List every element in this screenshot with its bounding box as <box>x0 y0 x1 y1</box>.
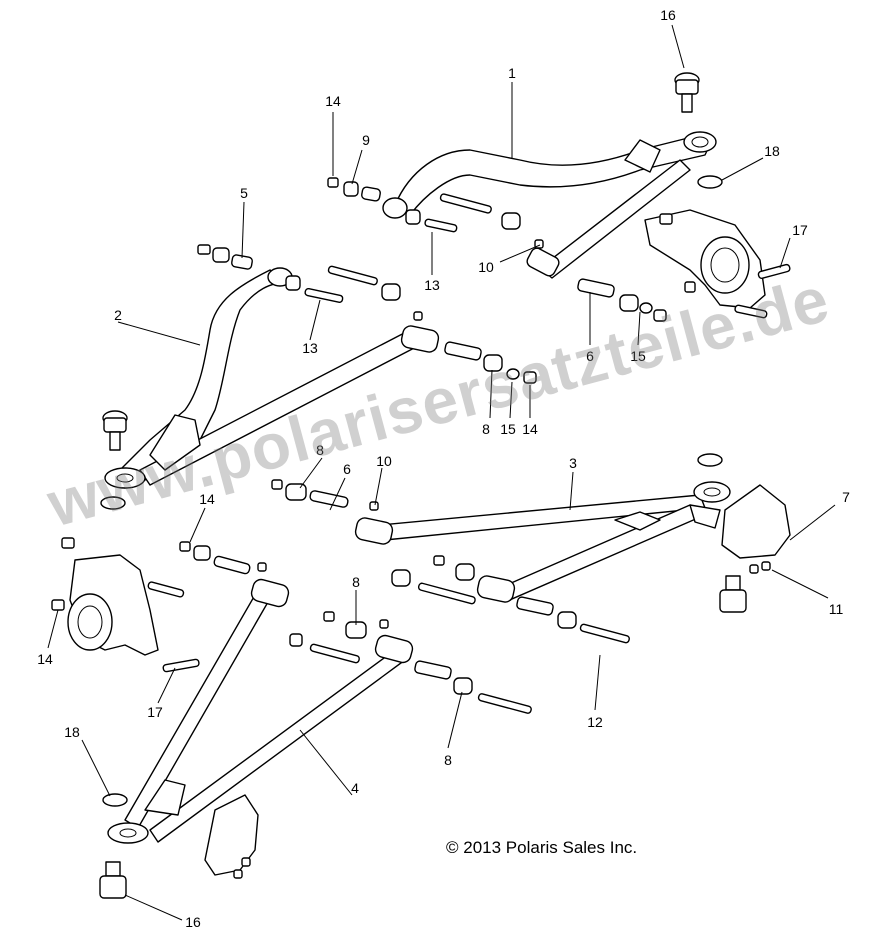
callout-14-mid: 14 <box>522 421 538 437</box>
callout-13-upper: 13 <box>424 277 440 293</box>
callout-8-a: 8 <box>316 442 324 458</box>
spindle-left <box>67 554 159 656</box>
ring-top <box>697 175 723 189</box>
callout-3: 3 <box>569 455 577 471</box>
callout-10-lower: 10 <box>376 453 392 469</box>
callout-15-mid: 15 <box>500 421 516 437</box>
callout-16-top: 16 <box>660 7 676 23</box>
a-arm-lower-right <box>354 481 731 603</box>
callout-14-left-upper: 14 <box>199 491 215 507</box>
callout-18-top: 18 <box>764 143 780 159</box>
callout-5: 5 <box>240 185 248 201</box>
copyright-notice: © 2013 Polaris Sales Inc. <box>446 838 638 857</box>
ball-joint-bottom <box>99 861 127 899</box>
callout-8-b: 8 <box>482 421 490 437</box>
callout-12: 12 <box>587 714 603 730</box>
a-arm-upper-left <box>104 267 440 489</box>
callout-8-d: 8 <box>444 752 452 768</box>
callout-labels: 1 2 3 4 5 6 6 7 8 8 8 8 8 9 10 10 11 12 … <box>37 7 850 930</box>
callout-17-left: 17 <box>147 704 163 720</box>
callout-8-c: 8 <box>352 574 360 590</box>
callout-14-left-lower: 14 <box>37 651 53 667</box>
callout-16-bottom: 16 <box>185 914 201 930</box>
ball-joint-top <box>674 72 700 113</box>
callout-9: 9 <box>362 132 370 148</box>
a-arm-lower-left <box>107 578 414 844</box>
callout-18-bottom: 18 <box>64 724 80 740</box>
callout-13-lower: 13 <box>302 340 318 356</box>
ring-mid <box>697 453 723 467</box>
callout-17-right: 17 <box>792 222 808 238</box>
callout-6-lower: 6 <box>343 461 351 477</box>
callout-2: 2 <box>114 307 122 323</box>
ball-joint-left-upper <box>102 410 128 451</box>
callout-10-upper: 10 <box>478 259 494 275</box>
callout-6-upper: 6 <box>586 348 594 364</box>
callout-14-top: 14 <box>325 93 341 109</box>
callout-15-right: 15 <box>630 348 646 364</box>
guard-right <box>721 484 791 559</box>
callout-1: 1 <box>508 65 516 81</box>
ball-joint-right-lower <box>719 575 747 613</box>
leader-lines <box>47 24 836 921</box>
ring-lower-left <box>102 793 128 807</box>
ring-upper-left <box>100 496 126 510</box>
hardware-bushings <box>51 177 791 879</box>
callout-11: 11 <box>829 601 844 617</box>
a-arm-upper-right <box>382 131 717 279</box>
callout-4: 4 <box>351 780 359 796</box>
callout-7: 7 <box>842 489 850 505</box>
